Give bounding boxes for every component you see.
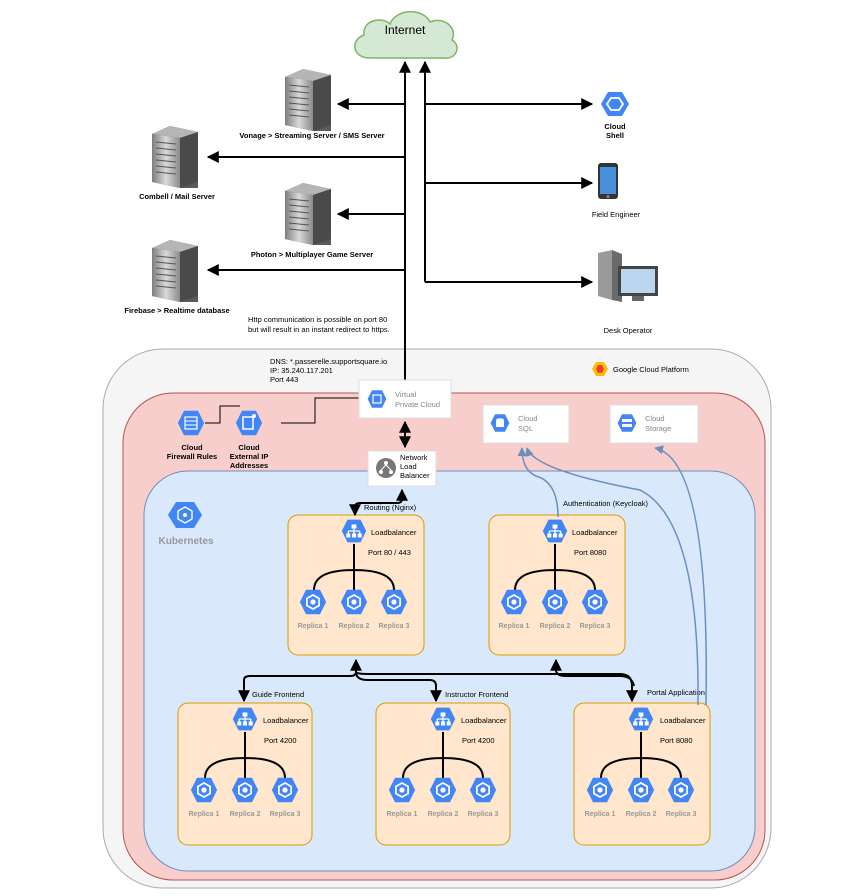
photon-server-label: Photon > Multiplayer Game Server — [251, 250, 373, 259]
combell-server-label: Combell / Mail Server — [139, 192, 215, 201]
edge-instructor-label: Instructor Frontend — [445, 690, 508, 699]
combell-server: Combell / Mail Server — [139, 126, 215, 201]
cluster-portal-replica-3: Replica 3 — [666, 811, 697, 818]
cluster-instructor-replica-2: Replica 2 — [428, 811, 459, 818]
cluster-routing-replica-2: Replica 2 — [339, 623, 370, 630]
cluster-guide-replica-2: Replica 2 — [230, 811, 261, 818]
cluster-portal-lb-label: Loadbalancer — [660, 716, 706, 725]
edge-guide-label: Guide Frontend — [252, 690, 304, 699]
cloud-storage-label-1: Cloud — [645, 414, 665, 423]
cluster-auth-port: Port 8080 — [574, 548, 607, 557]
cloud-storage-box: Cloud Storage — [609, 404, 699, 444]
desk-operator: Desk Operator — [598, 250, 658, 335]
edge-routing-label: Routing (Nginx) — [364, 503, 417, 512]
cloud-sql-label-1: Cloud — [518, 414, 538, 423]
cluster-instructor-lb-label: Loadbalancer — [461, 716, 507, 725]
http-note-line-1: Http communication is possible on port 8… — [248, 315, 387, 324]
dns-line-2: IP: 35.240.117.201 — [270, 366, 333, 375]
cluster-portal-port: Port 8080 — [660, 736, 693, 745]
nlb-label-3: Balancer — [400, 471, 430, 480]
http-note-line-2: but will result in an instant redirect t… — [248, 325, 390, 334]
cluster-routing-replica-1: Replica 1 — [298, 623, 329, 630]
external-ip: Cloud External IP Addresses — [230, 410, 269, 470]
photon-server: Photon > Multiplayer Game Server — [251, 183, 373, 259]
vpc-label-2: Private Cloud — [395, 400, 440, 409]
cluster-guide-lb-label: Loadbalancer — [263, 716, 309, 725]
cluster-routing-port: Port 80 / 443 — [368, 548, 411, 557]
external-ip-label-2: External IP — [230, 452, 269, 461]
cloud-firewall: Cloud Firewall Rules — [167, 410, 217, 461]
network-load-balancer: Network Load Balancer — [367, 450, 437, 487]
dns-line-1: DNS: *.passerelle.supportsquare.io — [270, 357, 387, 366]
cluster-portal-replica-2: Replica 2 — [626, 811, 657, 818]
gcp-label: Google Cloud Platform — [613, 365, 689, 374]
cloud-sql-label-2: SQL — [518, 424, 533, 433]
vonage-server-label: Vonage > Streaming Server / SMS Server — [239, 131, 384, 140]
firewall-label-1: Cloud — [181, 443, 203, 452]
field-engineer: Field Engineer — [592, 163, 641, 219]
internet-cloud: Internet — [354, 11, 458, 59]
external-ip-label-3: Addresses — [230, 461, 268, 470]
cluster-instructor-port: Port 4200 — [462, 736, 495, 745]
cluster-instructor: Loadbalancer Port 4200 Replica 1 Replica… — [375, 702, 511, 846]
cloud-shell-label-1: Cloud — [604, 122, 626, 131]
cluster-portal: Loadbalancer Port 8080 Replica 1 Replica… — [573, 702, 711, 846]
cluster-auth-replica-1: Replica 1 — [499, 623, 530, 630]
cloud-shell-label-2: Shell — [606, 131, 624, 140]
kubernetes-logo: Kubernetes — [158, 502, 214, 547]
dns-line-3: Port 443 — [270, 375, 298, 384]
firebase-server: Firebase > Realtime database — [124, 240, 230, 315]
cluster-auth-replica-3: Replica 3 — [580, 623, 611, 630]
field-engineer-label: Field Engineer — [592, 210, 641, 219]
nlb-label-2: Load — [400, 462, 417, 471]
firebase-server-label: Firebase > Realtime database — [124, 306, 229, 315]
cluster-routing-replica-3: Replica 3 — [379, 623, 410, 630]
cluster-guide-replica-1: Replica 1 — [189, 811, 220, 818]
edge-auth-label: Authentication (Keycloak) — [563, 499, 649, 508]
edge-portal-label: Portal Application — [647, 688, 705, 697]
external-ip-label-1: Cloud — [238, 443, 260, 452]
cluster-auth: Loadbalancer Port 8080 Replica 1 Replica… — [488, 514, 626, 656]
vpc-box: Virtual Private Cloud — [358, 379, 452, 419]
gcp-logo: Google Cloud Platform — [592, 362, 689, 376]
vpc-label-1: Virtual — [395, 390, 416, 399]
cluster-auth-lb-label: Loadbalancer — [572, 528, 618, 537]
vonage-server: Vonage > Streaming Server / SMS Server — [239, 69, 385, 140]
nlb-label-1: Network — [400, 453, 428, 462]
cloud-storage-label-2: Storage — [645, 424, 671, 433]
cluster-auth-replica-2: Replica 2 — [540, 623, 571, 630]
cloud-shell: Cloud Shell — [601, 92, 629, 140]
cluster-instructor-replica-3: Replica 3 — [468, 811, 499, 818]
desk-operator-label: Desk Operator — [604, 326, 653, 335]
internet-label: Internet — [385, 23, 426, 37]
cluster-instructor-replica-1: Replica 1 — [387, 811, 418, 818]
cluster-routing: Loadbalancer Port 80 / 443 Replica 1 Rep… — [287, 514, 425, 656]
cluster-guide-port: Port 4200 — [264, 736, 297, 745]
cluster-routing-lb-label: Loadbalancer — [371, 528, 417, 537]
cluster-portal-replica-1: Replica 1 — [585, 811, 616, 818]
firewall-label-2: Firewall Rules — [167, 452, 217, 461]
cluster-guide: Loadbalancer Port 4200 Replica 1 Replica… — [177, 702, 313, 846]
kubernetes-label: Kubernetes — [158, 536, 213, 547]
cloud-sql-box: Cloud SQL — [482, 404, 570, 444]
cluster-guide-replica-3: Replica 3 — [270, 811, 301, 818]
